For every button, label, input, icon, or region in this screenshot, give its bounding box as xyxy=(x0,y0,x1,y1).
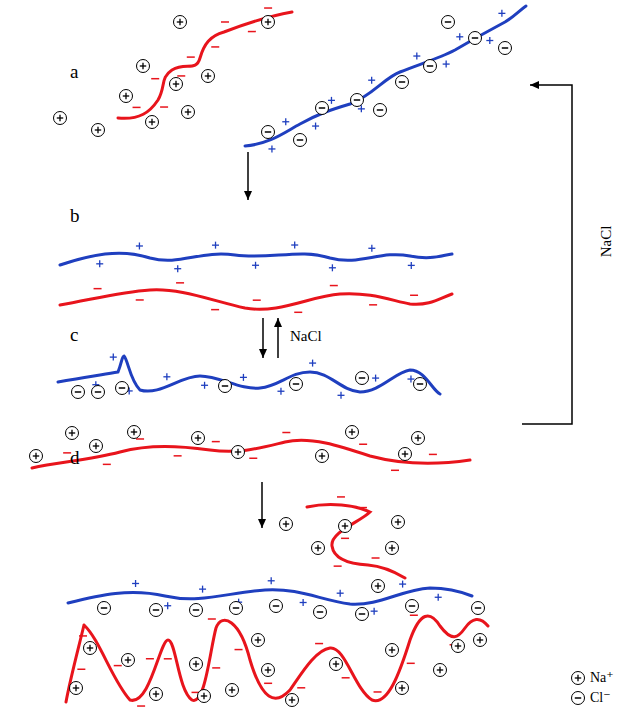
reagent-label: NaCl xyxy=(599,226,614,258)
polycation-chain xyxy=(245,6,526,146)
reagent-label: NaCl xyxy=(290,329,322,344)
panel-letter: a xyxy=(70,62,78,81)
polyanion-chain xyxy=(118,12,292,118)
process-arrow xyxy=(247,152,249,200)
legend-text: Na⁺ xyxy=(590,671,614,685)
panel-letter: d xyxy=(70,448,80,467)
process-arrow xyxy=(277,318,279,358)
process-arrow xyxy=(261,482,263,528)
polyanion-chain xyxy=(307,505,405,578)
panel-letter: b xyxy=(70,206,80,225)
polyanion-chain xyxy=(60,290,452,309)
charge-signs xyxy=(63,8,505,706)
counter-ions xyxy=(30,16,512,707)
polycation-chain xyxy=(58,356,440,394)
legend-text: Cl⁻ xyxy=(590,691,611,705)
process-arrow xyxy=(262,318,264,358)
polyanion-chain xyxy=(32,440,470,468)
polyanion-chain xyxy=(66,616,488,702)
panel-letter: c xyxy=(70,325,78,344)
legend-symbols xyxy=(572,672,585,705)
return-arrow xyxy=(522,85,572,424)
